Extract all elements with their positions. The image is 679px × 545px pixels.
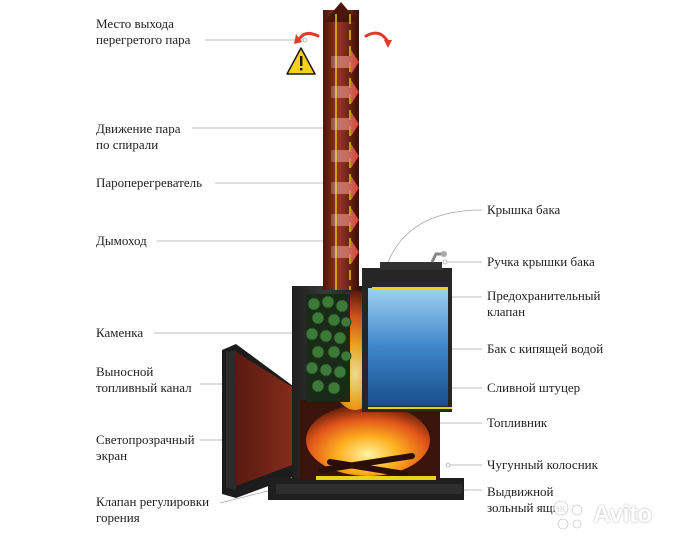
label-firebox: Топливник: [487, 415, 548, 430]
steam-arrow-icon: [298, 31, 390, 44]
stone-chamber-shape: [305, 294, 352, 402]
label-tank-lid: Крышка бака: [487, 202, 561, 217]
water-tank-shape: [362, 251, 452, 412]
label-boiling-tank: Бак с кипящей водой: [487, 341, 604, 356]
chimney-shape: [323, 2, 359, 290]
avito-watermark: Avito: [549, 498, 674, 532]
label-stone-chamber: Каменка: [96, 325, 144, 340]
label-cast-iron-grate: Чугунный колосник: [487, 457, 598, 472]
avito-logo-icon: [553, 500, 583, 530]
label-superheater: Пароперегреватель: [96, 175, 203, 190]
firewood: [319, 453, 415, 477]
avito-watermark-text: Avito: [593, 501, 653, 528]
steam-arrows: [331, 50, 359, 264]
label-drain-fitting: Сливной штуцер: [487, 380, 581, 395]
remote-fuel-channel-shape: [222, 344, 312, 498]
label-tank-lid-handle: Ручка крышки бака: [487, 254, 595, 269]
warning-triangle-icon: [286, 47, 316, 75]
label-chimney: Дымоход: [96, 233, 147, 248]
